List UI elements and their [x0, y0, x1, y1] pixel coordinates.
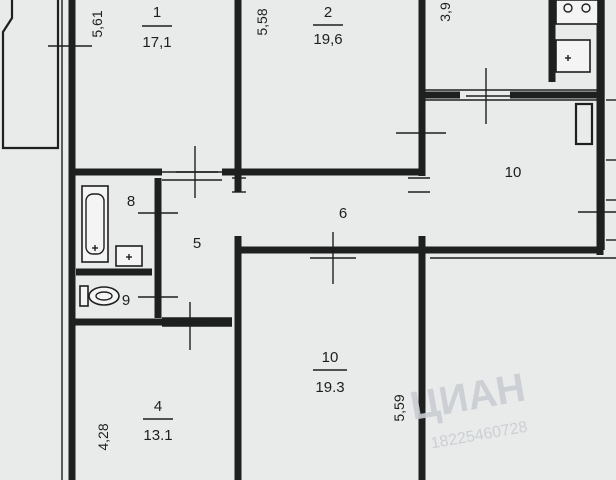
room-4-area: 13.1	[143, 427, 172, 444]
toilet-icon	[79, 285, 120, 307]
room-1-area: 17,1	[142, 34, 171, 51]
wall-details	[61, 0, 616, 480]
balcony	[1, 0, 60, 150]
dimension-room-1: 5,61	[89, 10, 105, 37]
room-10-area: 19.3	[315, 379, 344, 396]
bathtub	[81, 185, 109, 263]
room-8-number: 8	[127, 193, 135, 210]
dimension-room-4: 4,28	[95, 423, 111, 450]
stove-icon	[555, 0, 599, 25]
kitchen-sink-icon	[555, 39, 591, 73]
dimension-kitchen: 3,9	[437, 2, 453, 22]
sink-icon	[115, 245, 143, 267]
room-6-number: 6	[339, 205, 347, 222]
room-1-number: 1	[153, 4, 161, 21]
room-5-number: 5	[193, 235, 201, 252]
room-2-number: 2	[324, 4, 332, 21]
room-9-number: 9	[122, 292, 130, 309]
room-4-number: 4	[154, 398, 162, 415]
kitchen-number: 10	[505, 164, 522, 181]
room-10-number: 10	[322, 349, 339, 366]
dimension-room-2: 5,58	[254, 8, 270, 35]
room-2-area: 19,6	[313, 31, 342, 48]
dimension-room-10: 5,59	[391, 394, 407, 421]
door-marks	[48, 28, 616, 350]
